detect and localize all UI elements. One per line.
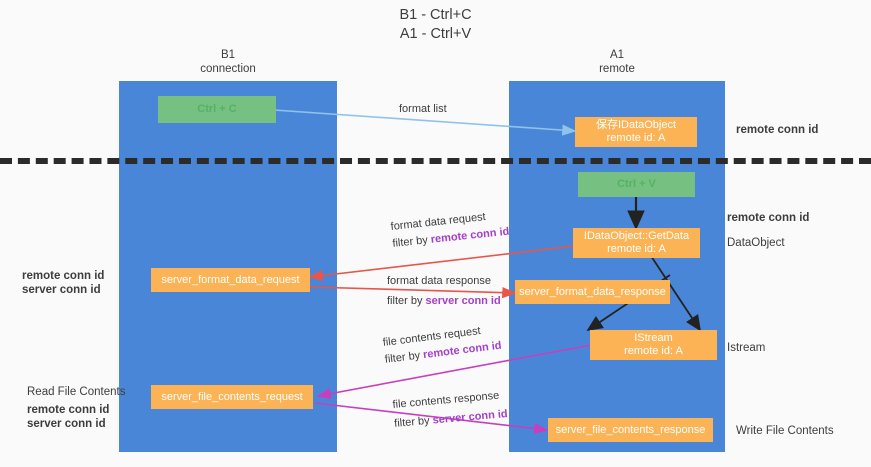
filter-key-server-conn-id: server conn id	[432, 408, 509, 427]
annotation-left-bottom-server-conn-id: server conn id	[27, 418, 106, 430]
edge-label-format-data-request-group: format data request filter by remote con…	[390, 208, 510, 251]
node-server-format-data-request[interactable]: server_format_data_request	[151, 268, 310, 292]
annotation-right-write-file-contents: Write File Contents	[736, 425, 834, 437]
filter-prefix: filter by	[391, 233, 432, 250]
node-server-file-contents-request-label: server_file_contents_request	[161, 390, 303, 403]
annotation-right-top-remote-conn-id: remote conn id	[736, 124, 819, 136]
node-idataobject-line1: 保存IDataObject	[595, 119, 677, 131]
node-server-format-data-response-label: server_format_data_response	[519, 285, 666, 298]
title-line-1: B1 - Ctrl+C	[399, 7, 472, 23]
annotation-left-server-conn-id: server conn id	[22, 284, 101, 296]
filter-prefix: filter by	[393, 414, 434, 430]
annotation-right-dataobject: DataObject	[727, 237, 785, 249]
node-server-file-contents-response[interactable]: server_file_contents_response	[548, 418, 713, 442]
node-server-file-contents-response-label: server_file_contents_response	[555, 423, 706, 436]
filter-prefix: filter by	[384, 349, 424, 366]
filter-prefix: filter by	[387, 295, 426, 307]
edge-label-file-contents-response-group: file contents response filter by server …	[392, 388, 508, 431]
diagram-title: B1 - Ctrl+C A1 - Ctrl+V	[0, 6, 871, 44]
lane-header-b1: B1 connection	[119, 48, 337, 76]
annotation-left-read-file-contents: Read File Contents	[27, 386, 126, 398]
node-istream-line2: remote id: A	[624, 345, 683, 357]
node-idataobject-line2: remote id: A	[606, 132, 666, 144]
node-getdata[interactable]: IDataObject::GetData remote id: A	[573, 228, 700, 258]
edge-label-format-data-response-filter: filter by server conn id	[387, 294, 501, 308]
lane-header-a1: A1 remote	[509, 48, 725, 76]
annotation-right-mid-remote-conn-id: remote conn id	[727, 212, 810, 224]
annotation-left-bottom-remote-conn-id: remote conn id	[27, 404, 110, 416]
node-server-format-data-response[interactable]: server_format_data_response	[515, 280, 670, 304]
node-istream-line1: IStream	[634, 332, 673, 344]
edge-label-format-data-response: format data response	[387, 275, 491, 287]
lane-header-a1-line1: A1	[609, 49, 625, 61]
annotation-right-istream: Istream	[727, 342, 766, 354]
node-getdata-line1: IDataObject::GetData	[583, 230, 690, 242]
edge-label-file-contents-request-group: file contents request filter by remote c…	[382, 322, 502, 367]
filter-key-server-conn-id: server conn id	[425, 295, 501, 307]
node-ctrl-v-label: Ctrl + V	[617, 178, 656, 190]
lane-header-b1-line2: connection	[200, 63, 256, 75]
node-idataobject-remote[interactable]: 保存IDataObject remote id: A	[575, 117, 697, 147]
node-getdata-line2: remote id: A	[607, 243, 666, 255]
lane-header-b1-line1: B1	[220, 49, 236, 61]
title-line-2: A1 - Ctrl+V	[399, 26, 472, 42]
node-istream[interactable]: IStream remote id: A	[590, 330, 717, 360]
node-server-file-contents-request[interactable]: server_file_contents_request	[151, 385, 313, 409]
annotation-left-remote-conn-id: remote conn id	[22, 270, 105, 282]
filter-key-remote-conn-id: remote conn id	[430, 225, 510, 246]
node-ctrl-c[interactable]: Ctrl + C	[158, 96, 276, 123]
node-ctrl-c-label: Ctrl + C	[197, 103, 237, 115]
phase-divider	[0, 158, 871, 164]
edge-label-format-list: format list	[399, 103, 447, 115]
node-server-format-data-request-label: server_format_data_request	[161, 273, 300, 286]
edge-label-format-data-response-group: format data response filter by server co…	[387, 274, 501, 308]
node-ctrl-v[interactable]: Ctrl + V	[578, 172, 695, 197]
edge-label-file-contents-response-filter: filter by server conn id	[394, 407, 509, 431]
lane-header-a1-line2: remote	[599, 63, 635, 75]
